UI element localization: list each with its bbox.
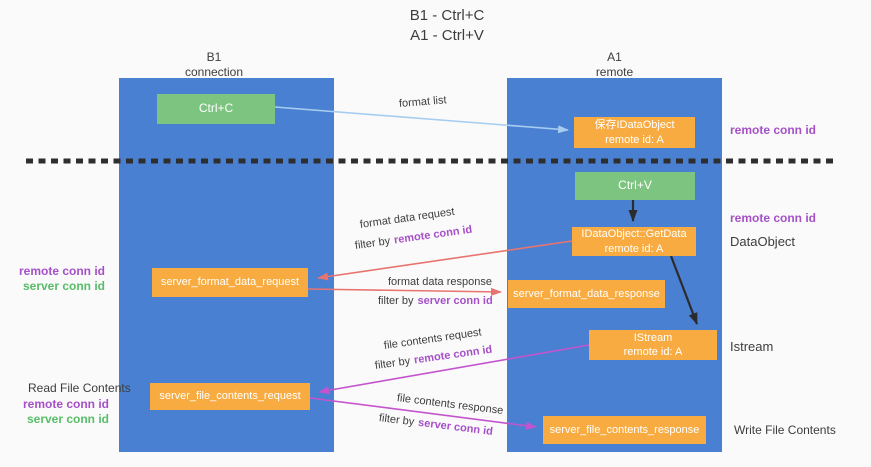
format-data-response-arrow	[307, 287, 502, 296]
format-data-response-label: format data response	[388, 276, 492, 288]
save-idataobject-box: 保存IDataObject remote id: A	[574, 117, 695, 148]
left-conn-id-group-bottom: remote conn id server conn id	[19, 397, 109, 427]
left-column-header: B1 connection	[119, 50, 309, 80]
server-conn-id-text: server conn id	[417, 295, 493, 307]
title-line-a1: A1 - Ctrl+V	[410, 26, 484, 44]
server-file-contents-response-label: server_file_contents_response	[549, 423, 700, 436]
filter-by-text: filter by	[378, 295, 414, 307]
istream-box: IStream remote id: A	[589, 330, 717, 360]
server-conn-id-text: server conn id	[417, 416, 494, 438]
write-file-contents-annotation: Write File Contents	[734, 423, 836, 437]
diagram-title: B1 - Ctrl+C A1 - Ctrl+V	[297, 6, 597, 45]
idataobject-getdata-line2: remote id: A	[604, 242, 664, 255]
remote-conn-id-text: remote conn id	[393, 223, 473, 247]
server-file-contents-request-box: server_file_contents_request	[150, 383, 310, 410]
right-column-name: A1	[607, 50, 622, 64]
read-file-contents-annotation: Read File Contents	[28, 381, 131, 395]
server-conn-id-annotation-left2: server conn id	[26, 412, 109, 426]
filter-by-text: filter by	[354, 235, 391, 252]
file-contents-response-label: file contents response	[396, 392, 504, 417]
left-column-name: B1	[206, 50, 222, 64]
save-idataobject-line1: 保存IDataObject	[594, 119, 675, 132]
ctrl-c-box: Ctrl+C	[157, 94, 275, 124]
server-format-data-response-box: server_format_data_response	[508, 280, 665, 308]
idataobject-getdata-box: IDataObject::GetData remote id: A	[572, 227, 696, 256]
ctrl-v-label: Ctrl+V	[618, 178, 652, 193]
left-column-role: connection	[184, 65, 244, 79]
istream-line1: IStream	[633, 331, 673, 344]
idataobject-getdata-line1: IDataObject::GetData	[581, 228, 687, 241]
format-list-label: format list	[398, 94, 448, 110]
server-format-data-request-box: server_format_data_request	[152, 268, 308, 297]
filter-by-text: filter by	[374, 355, 411, 372]
remote-conn-id-annotation-left2: remote conn id	[22, 397, 109, 411]
save-idataobject-line2: remote id: A	[605, 133, 664, 146]
remote-conn-id-annotation-left: remote conn id	[18, 264, 105, 278]
title-line-b1: B1 - Ctrl+C	[409, 7, 485, 24]
istream-line2: remote id: A	[623, 346, 683, 358]
right-column-role: remote	[595, 65, 634, 79]
server-conn-id-annotation-left: server conn id	[22, 279, 105, 293]
istream-annotation: Istream	[730, 339, 774, 354]
remote-conn-id-annotation-top: remote conn id	[730, 123, 817, 137]
server-file-contents-response-box: server_file_contents_response	[543, 416, 706, 444]
right-column-header: A1 remote	[507, 50, 722, 80]
remote-conn-id-text: remote conn id	[413, 343, 493, 367]
left-conn-id-group-top: remote conn id server conn id	[15, 264, 105, 294]
dataobject-annotation: DataObject	[730, 234, 796, 249]
ctrl-v-box: Ctrl+V	[575, 172, 695, 200]
server-format-data-request-label: server_format_data_request	[160, 276, 300, 289]
filter-by-text: filter by	[378, 412, 415, 429]
ctrl-c-label: Ctrl+C	[198, 101, 234, 116]
remote-conn-id-annotation-mid: remote conn id	[730, 211, 817, 225]
server-format-data-response-label: server_format_data_response	[513, 287, 660, 300]
server-file-contents-request-label: server_file_contents_request	[159, 390, 301, 403]
